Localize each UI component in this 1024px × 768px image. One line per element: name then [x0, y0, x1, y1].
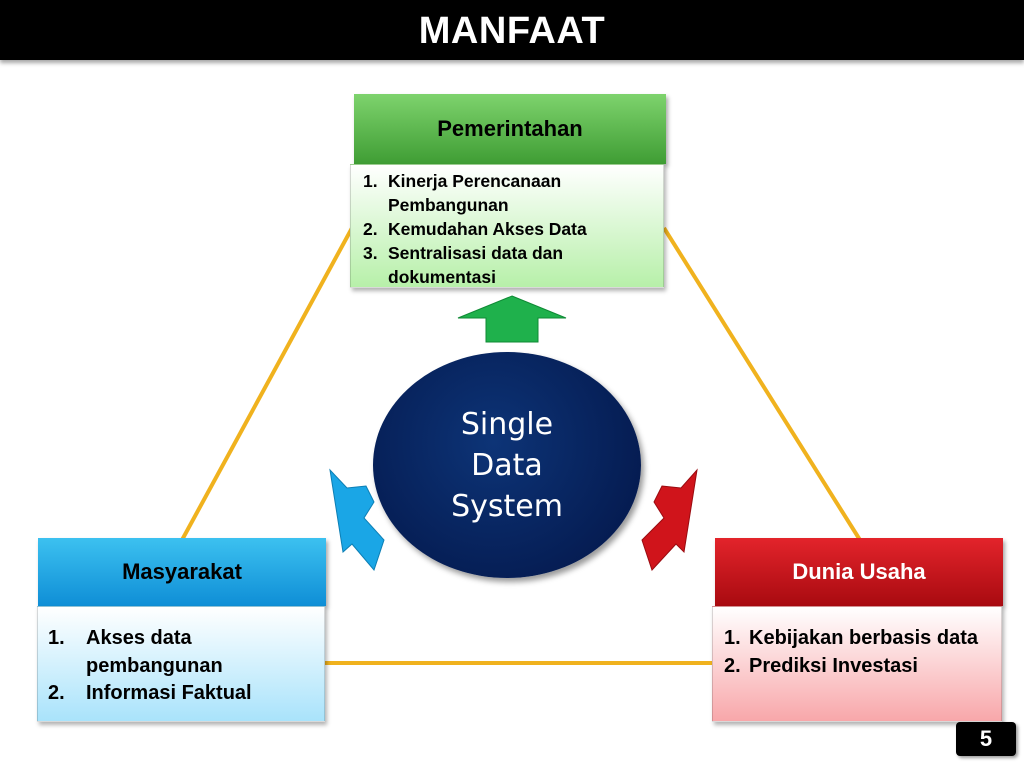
list-item: 3.Sentralisasi data dan dokumentasi	[363, 243, 564, 287]
business-header: Dunia Usaha	[715, 538, 1003, 606]
list-item: 1.Kinerja Perencanaan Pembangunan	[363, 171, 562, 215]
title-bar	[0, 0, 1024, 60]
society-header: Masyarakat	[38, 538, 326, 606]
government-header-label: Pemerintahan	[437, 116, 583, 141]
business-header-label: Dunia Usaha	[792, 559, 926, 584]
society-header-label: Masyarakat	[122, 559, 242, 584]
list-item: 2.Prediksi Investasi	[724, 654, 918, 677]
government-benefits-list: 1.Kinerja Perencanaan Pembangunan 2.Kemu…	[350, 164, 664, 288]
arrow-up-icon	[457, 295, 567, 343]
page-number: 5	[979, 726, 993, 751]
core-label: Single Data System	[451, 406, 563, 524]
government-header: Pemerintahan	[354, 94, 666, 164]
connector-line-right	[662, 226, 862, 542]
list-item: 2.Kemudahan Akses Data	[363, 219, 587, 239]
list-item: 2.Informasi Faktual	[48, 682, 252, 704]
slide-title: MANFAAT	[418, 10, 606, 52]
society-benefits-list: 1.Akses data pembangunan 2.Informasi Fak…	[37, 606, 325, 722]
arrow-right-icon	[641, 468, 698, 571]
page-number-badge: 5	[956, 722, 1016, 756]
connector-line-left	[180, 227, 354, 541]
list-item: 1.Akses data pembangunan	[48, 627, 223, 677]
single-data-system-core: Single Data System	[373, 352, 641, 578]
list-item: 1.Kebijakan berbasis data	[724, 627, 978, 649]
arrow-left-icon	[329, 468, 385, 572]
business-benefits-list: 1.Kebijakan berbasis data 2.Prediksi Inv…	[712, 606, 1002, 722]
